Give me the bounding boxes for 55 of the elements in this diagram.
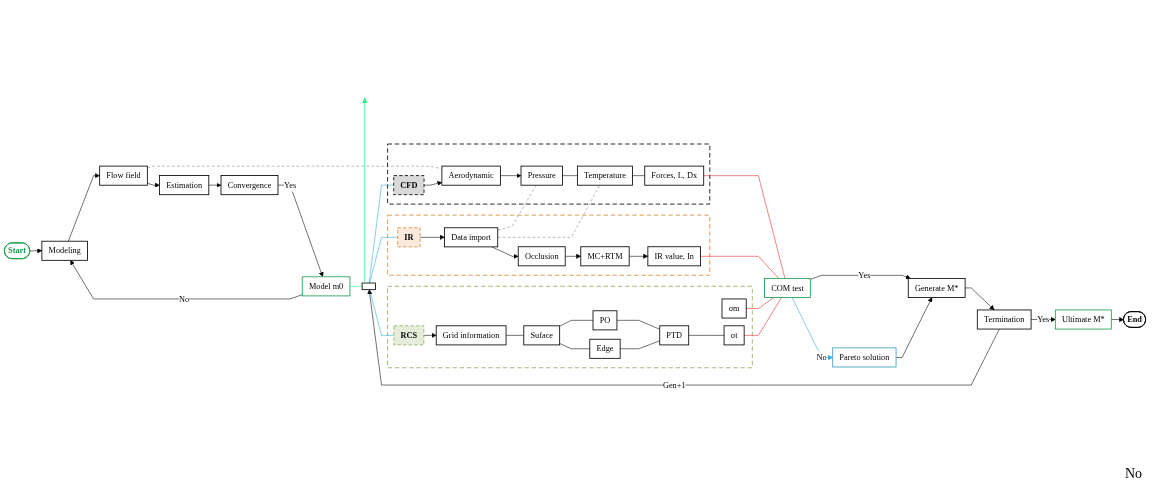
node-box: PTD — [659, 324, 690, 345]
node-box: Suface — [523, 324, 561, 345]
cluster — [387, 214, 711, 276]
note-text: No — [1124, 466, 1142, 482]
edge-label: Gen+1 — [662, 379, 686, 389]
node-box: CFD — [393, 174, 425, 195]
connector-line — [619, 340, 660, 349]
connector-line — [497, 184, 601, 238]
node-bar — [361, 282, 376, 290]
node-box: COM test — [764, 277, 811, 298]
node-box: Ultimate M* — [1054, 309, 1112, 329]
connector-line — [369, 236, 398, 283]
connector-line — [616, 319, 660, 329]
node-box: σt — [723, 324, 745, 345]
node-box: σm — [721, 298, 747, 318]
connector-line — [632, 174, 645, 176]
node-box: PO — [592, 309, 618, 330]
connector-line — [562, 174, 578, 176]
node-box: Estimation — [159, 174, 210, 195]
node-box: Model m0 — [301, 275, 351, 296]
node-box: Forces, L, Dx — [644, 165, 705, 186]
node-box: IR value, In — [647, 245, 701, 266]
connector-line — [743, 296, 782, 336]
node-box: Termination — [976, 309, 1032, 329]
connector-line — [745, 296, 775, 309]
node-box: Aerodynamic — [441, 165, 501, 186]
node-box: RCS — [393, 324, 425, 345]
node-box: Pareto solution — [832, 346, 897, 367]
node-box: Generate M* — [907, 277, 966, 298]
connector-line — [349, 285, 363, 287]
node-box: Pressure — [520, 165, 563, 186]
node-box: MC+RTM — [580, 245, 630, 266]
connector-line — [559, 342, 591, 349]
connector-line — [700, 255, 779, 279]
edge-label: Yes — [1037, 314, 1050, 324]
connector-line — [559, 319, 594, 326]
node-box: Grid information — [435, 324, 507, 345]
edge-label: No — [179, 293, 190, 303]
connector-line — [703, 174, 786, 279]
node-box: Temperature — [577, 165, 633, 186]
node-box: Convergence — [220, 174, 279, 195]
connector-line — [368, 184, 394, 283]
connector-line — [505, 334, 525, 336]
cluster — [387, 143, 711, 204]
edge-label: No — [816, 352, 827, 362]
node-box: Flow field — [99, 165, 148, 186]
node-box: Modeling — [41, 240, 88, 261]
node-box: Occlusion — [517, 245, 566, 266]
node-box: IR — [397, 226, 421, 247]
connector-line — [688, 334, 725, 336]
cluster — [387, 285, 753, 368]
edge-label: Yes — [284, 180, 297, 189]
node-box: Edge — [589, 338, 621, 359]
edge-label: Yes — [858, 270, 871, 280]
node-box: Data import — [444, 226, 499, 247]
